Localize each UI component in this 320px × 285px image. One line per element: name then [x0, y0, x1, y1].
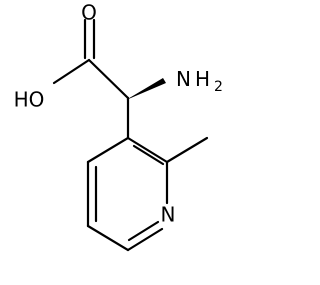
ring-bond-c3-c2	[126, 136, 169, 164]
bond-carboxyl-c-hydroxyl-o	[52, 58, 91, 85]
ring-bond-n1-c6	[126, 227, 164, 252]
bond-c2-methyl	[165, 136, 209, 164]
amine-n-label: N	[176, 67, 191, 91]
amine-label: N H 2	[176, 67, 223, 95]
ring-bond-c4-c3	[86, 136, 130, 164]
hydroxyl-label: HO	[14, 88, 45, 112]
ring-bond-c3-c2-inner	[132, 144, 165, 166]
molecule-structure: O HO N H 2 N	[14, 1, 223, 252]
wedge-bond-alpha-c-amine	[126, 78, 166, 100]
amine-h-label: H	[195, 67, 210, 91]
amine-subscript: 2	[214, 79, 223, 95]
bond-carboxyl-c-alpha-c	[87, 58, 130, 100]
ring-bond-n1-c6-inner	[127, 220, 160, 242]
ring-bond-c6-c5	[86, 224, 130, 252]
pyridine-nitrogen-label: N	[161, 203, 176, 227]
carbonyl-oxygen-label: O	[81, 1, 97, 25]
